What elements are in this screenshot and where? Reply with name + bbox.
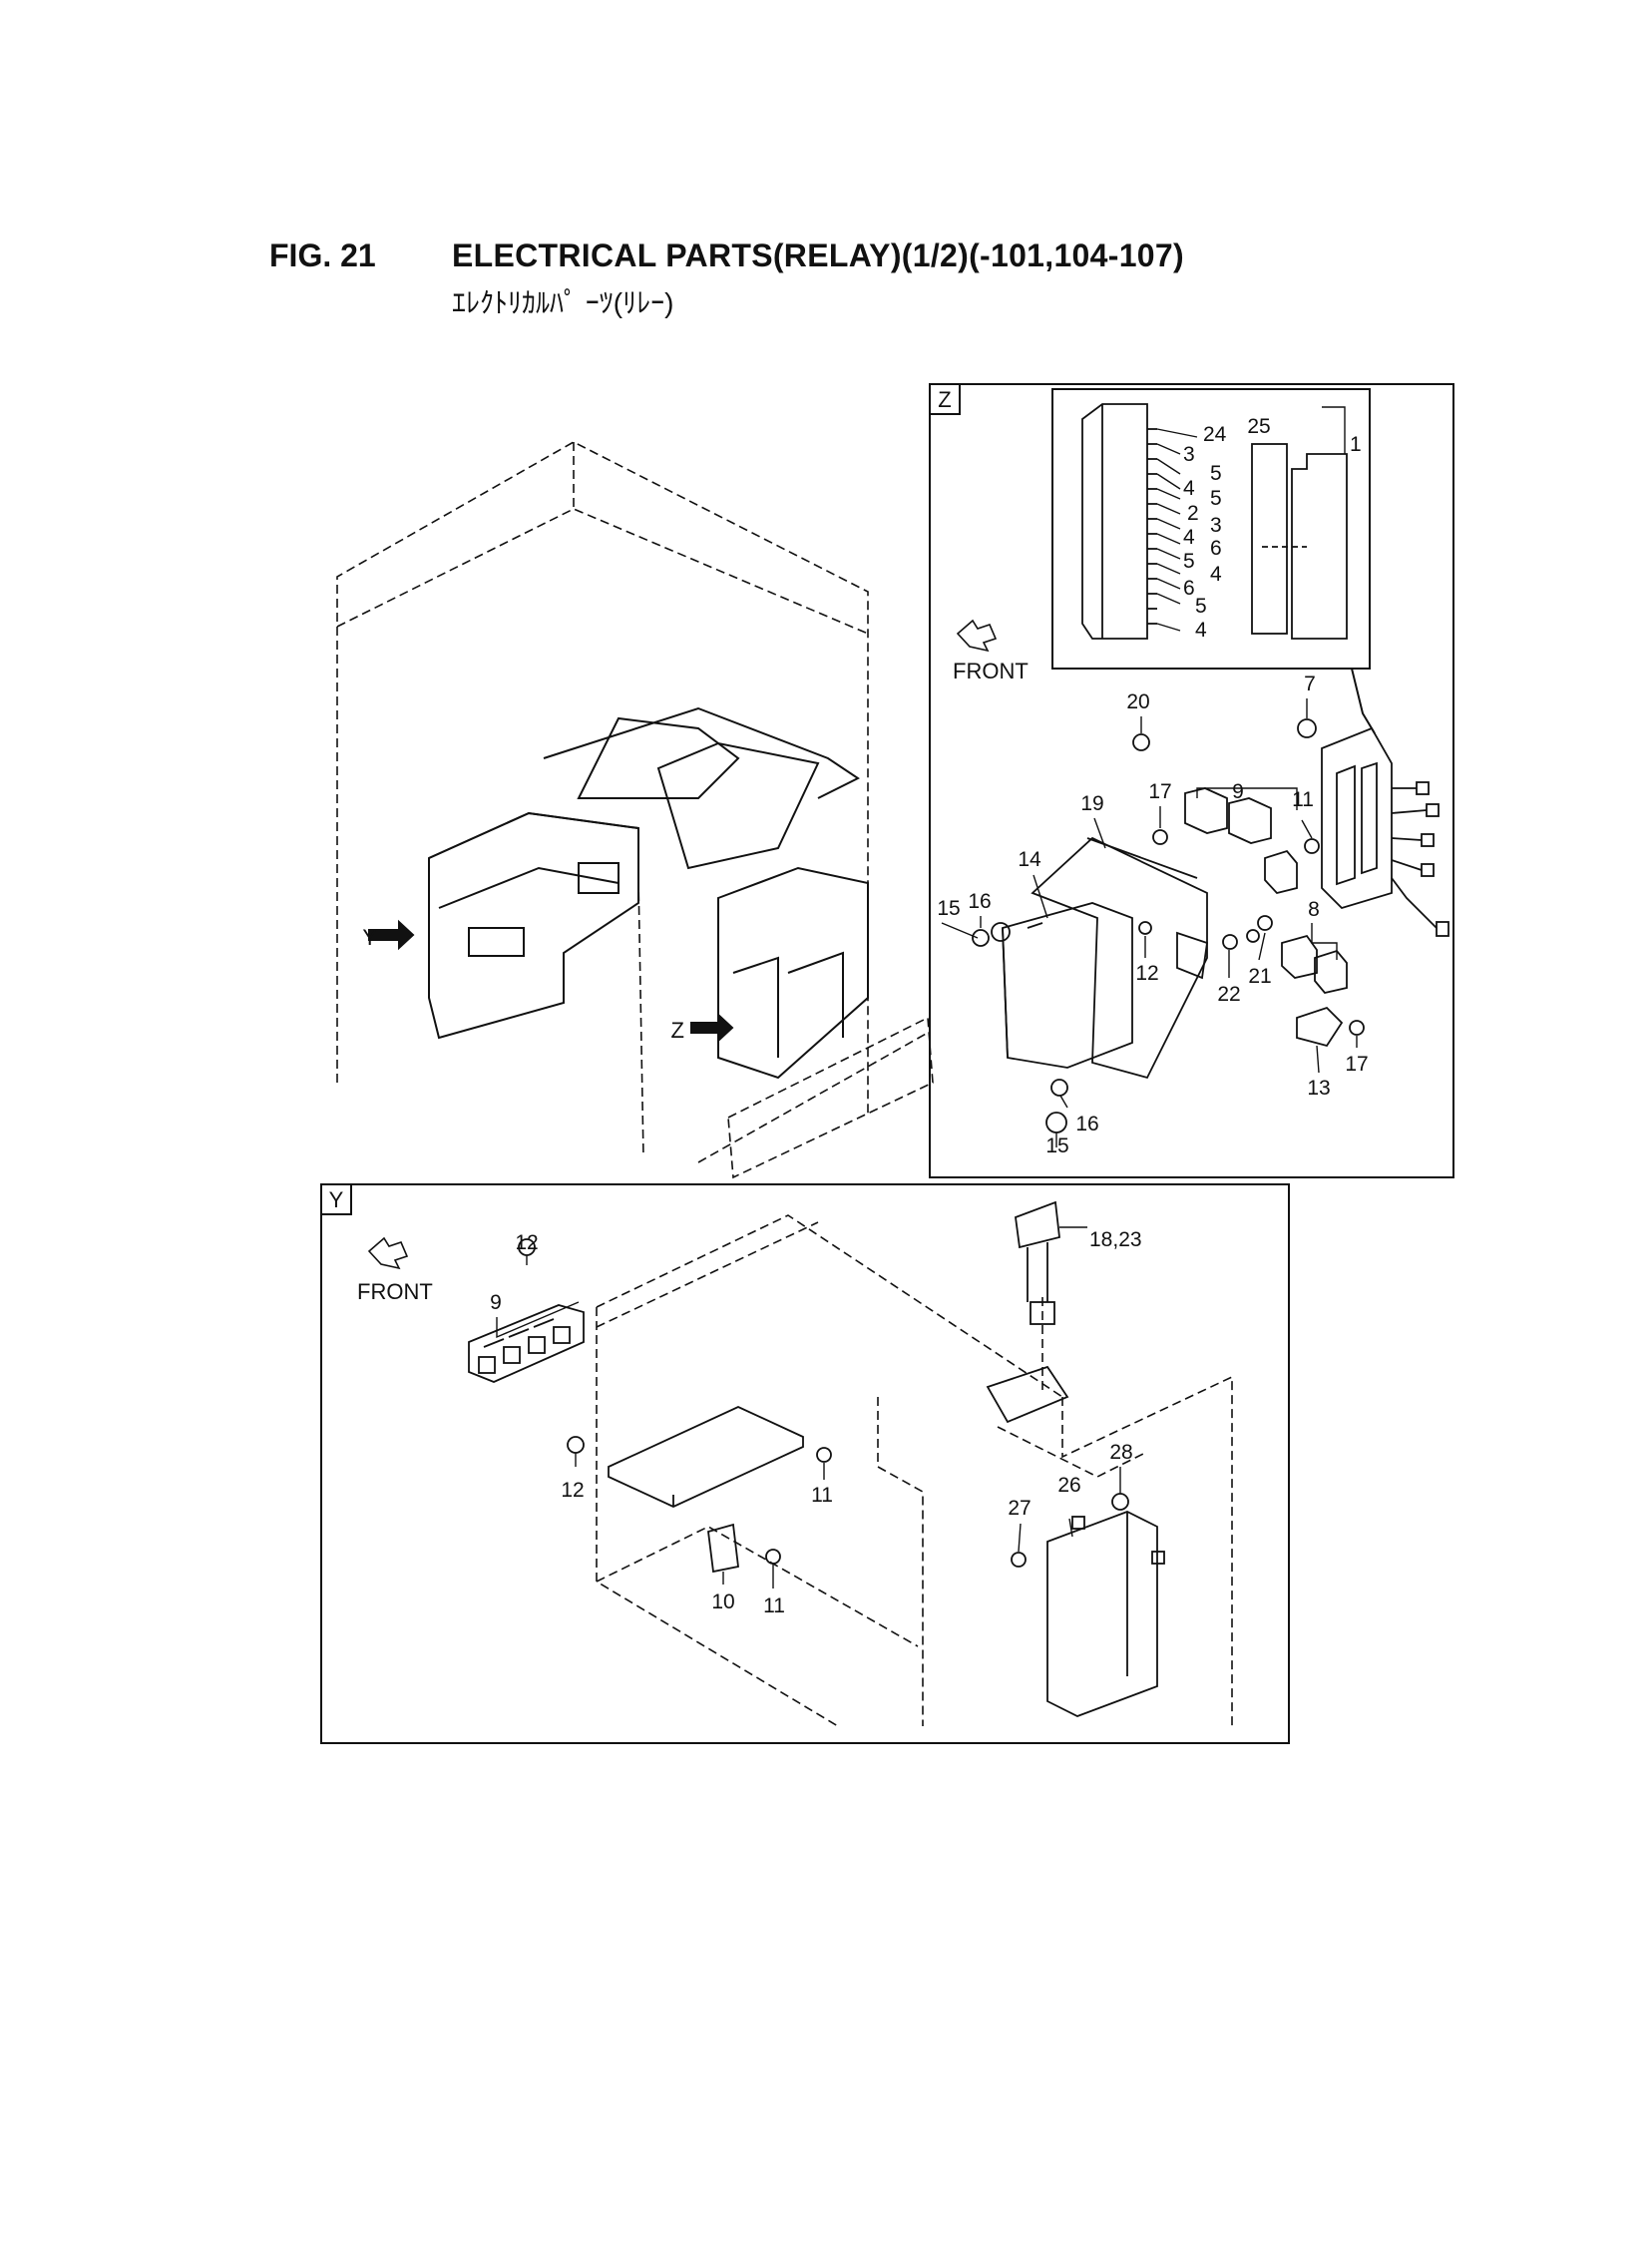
z-part-17b: 17 bbox=[1345, 1053, 1368, 1076]
view-z-front-label: FRONT bbox=[953, 659, 1029, 683]
label-1: 1 bbox=[1350, 433, 1362, 456]
conn-label-4b: 4 bbox=[1183, 526, 1195, 549]
z-part-7: 7 bbox=[1304, 673, 1316, 695]
y-part-11a: 11 bbox=[811, 1484, 833, 1507]
conn-label-3b: 3 bbox=[1210, 514, 1222, 537]
front-direction-icon bbox=[956, 619, 998, 653]
view-y-tag-box bbox=[320, 1183, 352, 1215]
view-y-leaders bbox=[496, 1226, 1121, 1588]
view-z-tag-box bbox=[929, 383, 961, 415]
conn-label-5d: 5 bbox=[1195, 595, 1207, 618]
view-z-assembly bbox=[972, 718, 1449, 1133]
z-part-12: 12 bbox=[1135, 962, 1158, 985]
y-part-12b: 12 bbox=[561, 1479, 584, 1502]
conn-label-2: 2 bbox=[1187, 502, 1199, 525]
conn-label-5c: 5 bbox=[1183, 550, 1195, 573]
label-25: 25 bbox=[1247, 415, 1270, 438]
z-part-22: 22 bbox=[1217, 983, 1240, 1006]
conn-label-3a: 3 bbox=[1183, 443, 1195, 466]
z-part-16b: 16 bbox=[1075, 1113, 1098, 1135]
conn-label-6a: 6 bbox=[1210, 537, 1222, 560]
conn-label-6b: 6 bbox=[1183, 577, 1195, 600]
z-part-15a: 15 bbox=[937, 897, 960, 920]
conn-label-5b: 5 bbox=[1210, 487, 1222, 510]
y-part-10: 10 bbox=[711, 1590, 734, 1613]
overview-cab-illustration bbox=[336, 441, 934, 1179]
y-part-9: 9 bbox=[490, 1291, 502, 1314]
z-part-20: 20 bbox=[1126, 690, 1149, 713]
view-y-enclosure bbox=[596, 1214, 1233, 1727]
connector-illustration bbox=[1081, 403, 1348, 640]
view-z-frame bbox=[929, 383, 1454, 1178]
front-direction-icon-y bbox=[367, 1236, 409, 1270]
view-z-leaders bbox=[941, 698, 1358, 1147]
figure-subtitle: ｴﾚｸﾄﾘｶﾙﾊﾟ ｰﾂ(ﾘﾚｰ) bbox=[452, 287, 674, 318]
z-part-21: 21 bbox=[1248, 965, 1271, 988]
view-y-front-label: FRONT bbox=[357, 1279, 433, 1304]
overview-arrow-y-label: Y bbox=[362, 925, 377, 950]
conn-label-4c: 4 bbox=[1210, 563, 1222, 586]
connector-leaders bbox=[1156, 406, 1346, 632]
z-part-15b: 15 bbox=[1045, 1134, 1068, 1157]
label-24: 24 bbox=[1203, 423, 1227, 446]
figure-title: ELECTRICAL PARTS(RELAY)(1/2)(-101,104-10… bbox=[452, 237, 1184, 273]
z-part-9: 9 bbox=[1232, 780, 1244, 803]
y-part-28: 28 bbox=[1109, 1441, 1132, 1464]
z-part-16a: 16 bbox=[968, 890, 991, 913]
view-z-tag: Z bbox=[938, 387, 951, 412]
y-part-11b: 11 bbox=[763, 1594, 785, 1617]
z-part-14: 14 bbox=[1018, 848, 1041, 871]
z-part-13: 13 bbox=[1307, 1077, 1330, 1100]
z-part-19: 19 bbox=[1080, 792, 1103, 815]
conn-label-4d: 4 bbox=[1195, 619, 1207, 642]
overview-arrow-z-label: Z bbox=[671, 1018, 684, 1043]
z-part-8: 8 bbox=[1308, 898, 1320, 921]
view-y-parts bbox=[468, 1200, 1165, 1717]
z-part-11: 11 bbox=[1292, 788, 1314, 811]
conn-label-5a: 5 bbox=[1210, 462, 1222, 485]
y-part-18-23: 18,23 bbox=[1089, 1228, 1142, 1251]
connector-detail-frame bbox=[1051, 388, 1371, 670]
conn-label-4a: 4 bbox=[1183, 477, 1195, 500]
z-part-17a: 17 bbox=[1148, 780, 1171, 803]
view-y-frame bbox=[320, 1183, 1290, 1744]
figure-number: FIG. 21 bbox=[269, 237, 376, 273]
detail-leader bbox=[1351, 668, 1376, 734]
y-part-27: 27 bbox=[1008, 1497, 1031, 1520]
view-y-tag: Y bbox=[329, 1187, 344, 1212]
y-part-12a: 12 bbox=[515, 1231, 538, 1254]
y-part-26: 26 bbox=[1057, 1474, 1080, 1497]
